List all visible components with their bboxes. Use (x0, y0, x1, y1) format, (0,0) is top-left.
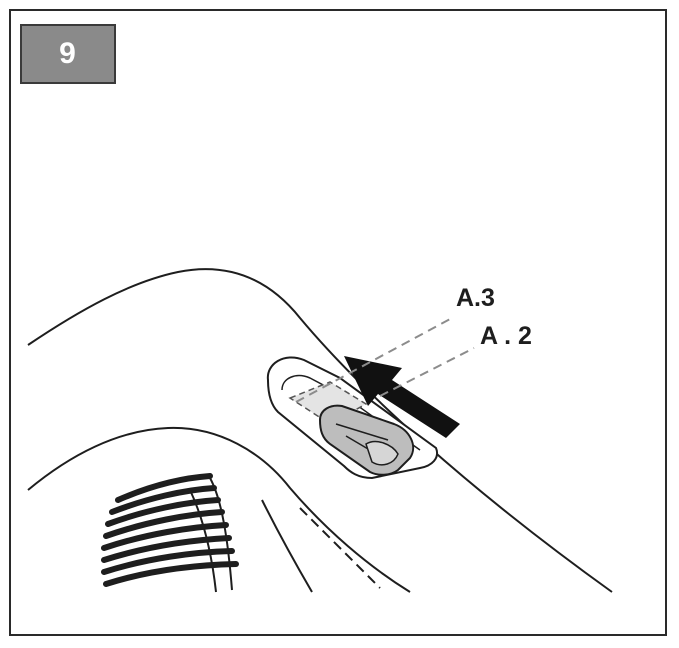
callout-label-a2: A . 2 (480, 322, 532, 350)
inner-hatch-line (261, 499, 313, 593)
arrow-up-left-icon (344, 356, 460, 438)
inner-dash-line (299, 507, 381, 589)
callout-label-a3: A.3 (456, 284, 495, 312)
step-number: 9 (59, 37, 77, 70)
brush-fin-ends (189, 477, 233, 593)
slider-knob (318, 404, 415, 476)
device-inner-contour (27, 426, 411, 593)
device-body-outline (27, 268, 613, 593)
step-number-badge: 9 (20, 24, 116, 84)
brush-fins (101, 473, 239, 587)
leader-line-a2 (379, 347, 475, 397)
slider-cavity-inner (281, 374, 421, 451)
